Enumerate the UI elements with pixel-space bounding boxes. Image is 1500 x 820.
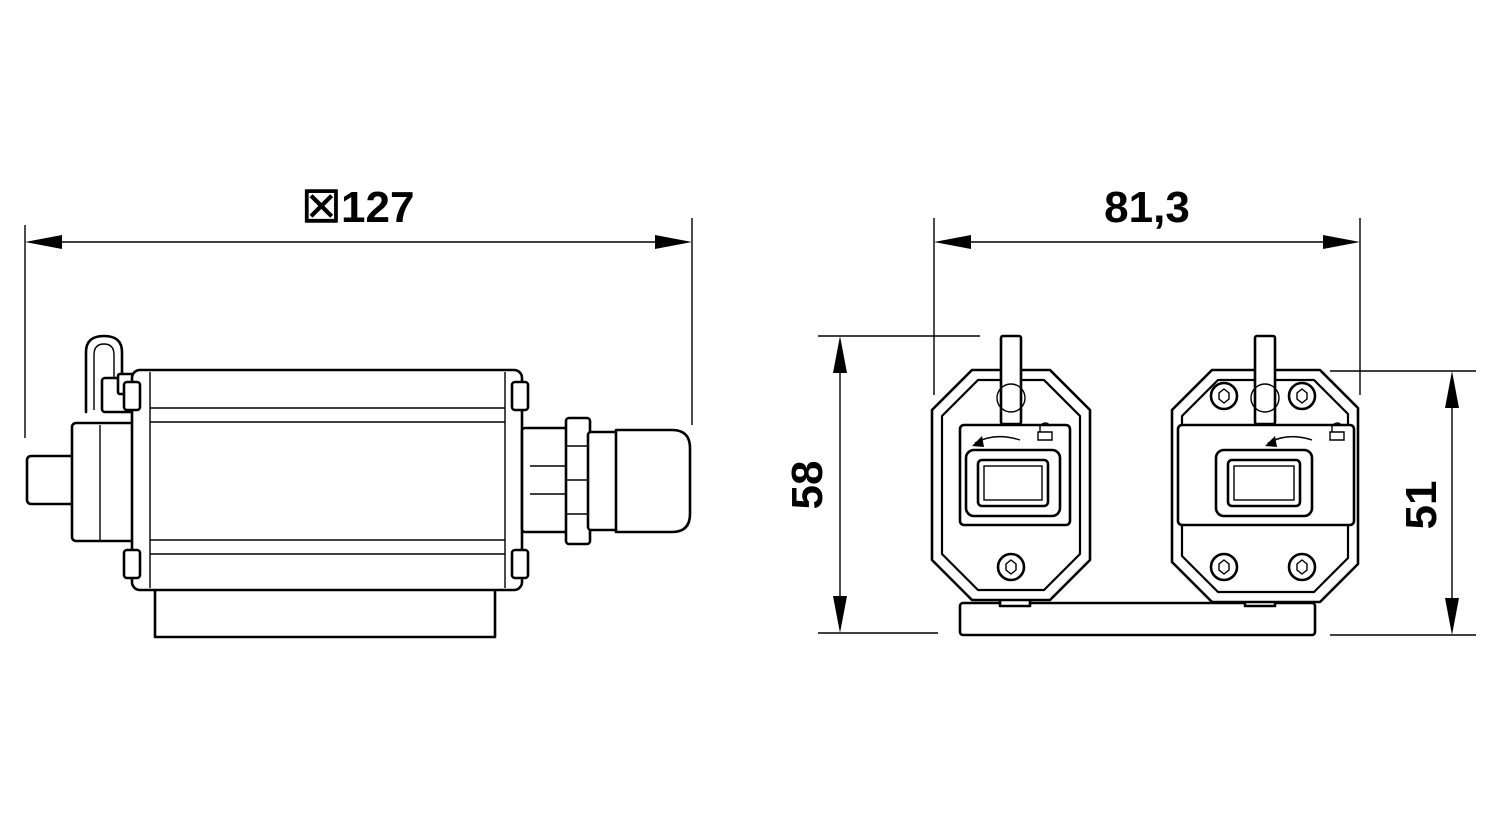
arrowhead-bottom [833,596,847,633]
screw [1287,552,1317,582]
screw-head-icon [1005,559,1017,575]
base-plate [958,601,1317,637]
insert-window [976,458,1050,508]
length-symbol: ☒ [302,183,341,232]
screw [1209,381,1239,411]
arrowhead-left [934,235,971,249]
housing-foot-bl [122,548,142,580]
dimension-body-height-label: 51 [1397,481,1446,530]
screw-head-icon [1218,388,1230,404]
pin-socket [996,383,1026,413]
screw [1209,552,1239,582]
pin-socket [1250,383,1280,413]
screw-head-icon [1296,559,1308,575]
insert-window [1226,458,1302,508]
housing-foot-br [510,548,530,580]
housing-foot-tl [122,380,142,412]
length-value: 127 [341,183,414,232]
arrowhead-right [655,235,692,249]
unlock-icon [1037,422,1053,441]
dimension-width-label: 81,3 [1104,183,1190,232]
gland-nut [564,416,592,546]
insert-window-inner [983,465,1043,501]
screw [996,552,1026,582]
latch-bracket-inner [93,343,115,410]
port-right [1170,334,1360,604]
arrowhead-top [1445,371,1459,408]
port-frame-inner [940,378,1082,592]
port-left [930,334,1092,602]
screw-head-icon [1296,388,1308,404]
screw [1287,381,1317,411]
arrowhead-bottom [1445,598,1459,635]
dimension-height-label: 58 [783,461,832,510]
unlock-icon [1329,422,1345,441]
arrowhead-left [25,235,62,249]
front-view: 81,3 58 51 [783,183,1476,637]
gland-body [586,430,620,532]
gland-cap [614,428,692,534]
arrowhead-top [833,336,847,373]
insert-window-inner [1233,465,1295,501]
screw-head-icon [1218,559,1230,575]
housing-foot-tr [510,380,530,412]
dimension-length-label: ☒127 [302,183,415,232]
rotate-arrow-head [972,436,984,447]
gland-base [520,426,570,534]
side-view: ☒127 [24,183,693,639]
rotate-arrow-head [1265,436,1277,447]
mounting-plate [153,583,497,639]
main-housing [130,368,524,592]
arrowhead-right [1323,235,1360,249]
